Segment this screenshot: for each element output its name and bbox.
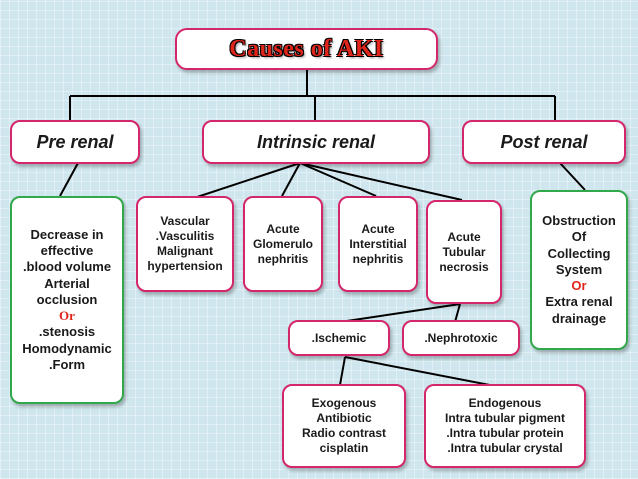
tubular-necrosis-box: Acute Tubular necrosis [426, 200, 502, 304]
pre-renal-box: Pre renal [10, 120, 140, 164]
interstitial-nephritis-box: Acute Interstitial nephritis [338, 196, 418, 292]
glomerulo-line: Acute [266, 221, 300, 236]
exogenous-line: cisplatin [319, 441, 369, 455]
diagram-title-box: Causes of AKI [175, 28, 438, 70]
vascular-line: hypertension [147, 259, 223, 273]
pre-renal-line: occlusion [36, 291, 98, 307]
pre-renal-line: Arterial [44, 275, 90, 291]
pre-renal-line: .blood volume [22, 259, 112, 275]
glomerulo-line: nephritis [257, 251, 309, 266]
glomerulo-line: Glomerulo [252, 236, 313, 251]
post-renal-line: drainage [551, 310, 607, 326]
pre-renal-line: Decrease in [30, 226, 104, 242]
post-renal-line: Obstruction [542, 213, 616, 229]
endogenous-line: Endogenous [468, 396, 542, 410]
post-renal-line: Collecting [547, 245, 611, 261]
post-renal-or: Or [571, 278, 587, 294]
endogenous-line: .Intra tubular crystal [447, 441, 563, 455]
vascular-line: Vascular [160, 214, 210, 228]
nephrotoxic-box: .Nephrotoxic [402, 320, 520, 356]
tubular-line: Acute [447, 229, 481, 244]
pre-renal-line: .stenosis [38, 324, 96, 340]
pre-renal-line: .Form [48, 356, 86, 372]
intrinsic-renal-box: Intrinsic renal [202, 120, 430, 164]
intrinsic-renal-label: Intrinsic renal [256, 131, 376, 152]
exogenous-line: Antibiotic [316, 411, 372, 425]
vascular-line: Malignant [157, 244, 213, 258]
endogenous-line: Intra tubular pigment [445, 411, 565, 425]
glomerulonephritis-box: Acute Glomerulo nephritis [243, 196, 323, 292]
tubular-line: necrosis [439, 259, 489, 274]
interstitial-line: Interstitial [349, 236, 407, 251]
diagram-title: Causes of AKI [229, 35, 384, 62]
post-renal-box: Post renal [462, 120, 626, 164]
pre-renal-line: Homodynamic [22, 340, 112, 356]
ischemic-label: .Ischemic [311, 330, 367, 345]
post-renal-line: System [555, 261, 603, 277]
ischemic-box: .Ischemic [288, 320, 390, 356]
pre-renal-or: Or [59, 308, 75, 324]
interstitial-line: nephritis [352, 251, 404, 266]
interstitial-line: Acute [361, 221, 395, 236]
endogenous-box: Endogenous Intra tubular pigment .Intra … [424, 384, 586, 468]
nephrotoxic-label: .Nephrotoxic [424, 330, 498, 345]
exogenous-box: Exogenous Antibiotic Radio contrast cisp… [282, 384, 406, 468]
endogenous-line: .Intra tubular protein [446, 426, 564, 440]
pre-renal-label: Pre renal [36, 131, 114, 152]
post-renal-line: Extra renal [545, 294, 613, 310]
post-renal-line: Of [571, 229, 587, 245]
vascular-line: .Vasculitis [155, 229, 215, 243]
post-renal-label: Post renal [500, 131, 588, 152]
post-renal-causes-box: Obstruction Of Collecting System Or Extr… [530, 190, 628, 350]
pre-renal-causes-box: Decrease in effective .blood volume Arte… [10, 196, 124, 404]
exogenous-line: Radio contrast [301, 426, 386, 440]
tubular-line: Tubular [442, 244, 486, 259]
pre-renal-line: effective [40, 243, 94, 259]
vascular-box: Vascular .Vasculitis Malignant hypertens… [136, 196, 234, 292]
exogenous-line: Exogenous [311, 396, 377, 410]
